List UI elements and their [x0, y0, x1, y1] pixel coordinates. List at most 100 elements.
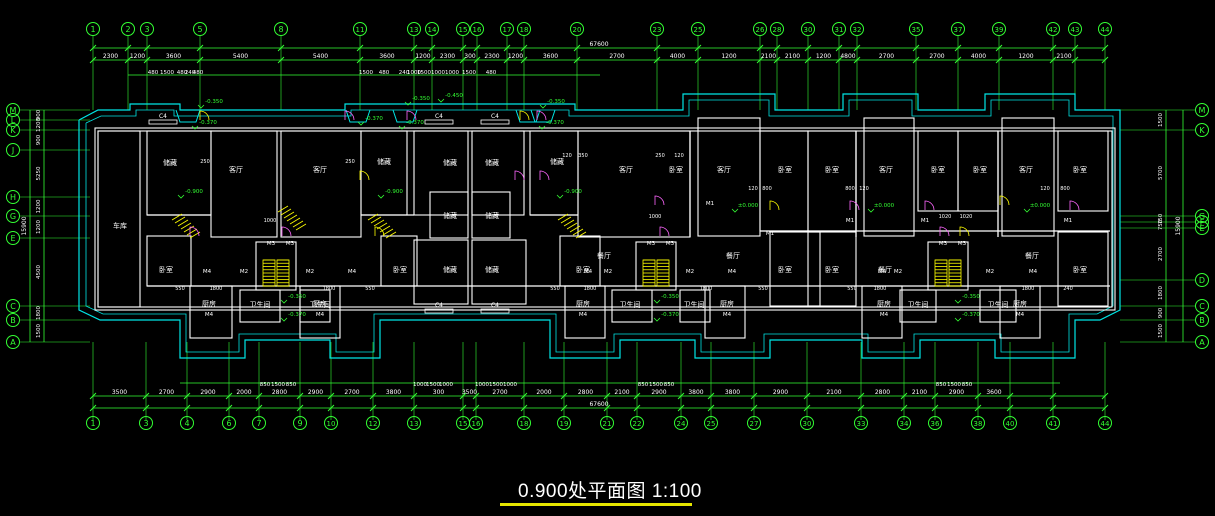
dim-tick	[804, 44, 812, 52]
stair-treads-diagonal	[183, 225, 195, 233]
grid-label: 24	[677, 420, 686, 428]
room-label: 客厅	[229, 165, 243, 174]
dim-tick	[1049, 392, 1057, 400]
room-label: 客厅	[717, 165, 731, 174]
grid-bubble	[222, 416, 236, 430]
stair-treads-diagonal	[186, 228, 198, 236]
grid-label: 41	[1049, 420, 1058, 428]
dim-tick	[459, 56, 467, 64]
dim-tick	[277, 44, 285, 52]
stair-treads-diagonal	[382, 228, 394, 236]
grid-bubble	[897, 416, 911, 430]
grid-bubble	[6, 103, 20, 117]
dim-tick	[428, 56, 436, 64]
grid-bubble	[139, 416, 153, 430]
door-swing	[939, 226, 950, 237]
stair-treads-diagonal	[563, 219, 575, 227]
dim-tick	[1049, 404, 1057, 412]
grid-label: 30	[804, 26, 813, 34]
window-mark	[480, 308, 510, 314]
dim-tick	[804, 56, 812, 64]
dim-tick	[1101, 56, 1109, 64]
dim-tick	[459, 404, 467, 412]
dim-text-top: 1200	[721, 53, 736, 60]
living-east-3	[1001, 117, 1055, 237]
dim-tick	[296, 392, 304, 400]
dim-tick	[560, 404, 568, 412]
dim-tick	[900, 404, 908, 412]
dim-text-right: 750	[1158, 213, 1164, 224]
dim-tick	[473, 56, 481, 64]
grid-label: 10	[327, 420, 336, 428]
dim-text-top: 2100	[761, 53, 776, 60]
dim-tick	[143, 44, 151, 52]
grid-label: C	[1199, 302, 1205, 311]
grid-label: 27	[750, 420, 759, 428]
dim-text-bottom-2: 850	[962, 382, 973, 388]
dim-tick	[183, 404, 191, 412]
door-label: M4	[584, 269, 593, 275]
grid-bubble	[1046, 416, 1060, 430]
dim-tick	[1101, 392, 1109, 400]
room-label: 储藏	[485, 211, 499, 220]
door-label: M1	[706, 201, 714, 207]
door-label: M2	[894, 269, 902, 275]
dim-text-top: 2100	[785, 53, 800, 60]
dim-text-top: 2100	[1056, 53, 1071, 60]
grid-bubble	[6, 123, 20, 137]
stair-treads-diagonal	[385, 231, 397, 239]
grid-bubble	[469, 416, 483, 430]
inner-dimension: 550	[175, 286, 185, 292]
storage-mid-5	[413, 239, 469, 305]
door-label: M1	[846, 218, 854, 224]
grid-bubble	[6, 299, 20, 313]
dim-text-top-2: 480	[486, 70, 497, 76]
bath-room	[611, 289, 653, 323]
dim-text-top: 2700	[929, 53, 944, 60]
dim-tick	[410, 56, 418, 64]
dim-tick	[707, 392, 715, 400]
dim-tick	[1006, 392, 1014, 400]
dim-tick	[560, 392, 568, 400]
dim-text-bottom-2: 850	[664, 382, 675, 388]
door-swing	[539, 170, 550, 181]
grid-label: 20	[573, 26, 582, 34]
grid-label: 13	[410, 420, 419, 428]
door-label: M2	[306, 269, 314, 275]
grid-label: 6	[226, 419, 231, 428]
dim-text-top-2: 240	[399, 70, 410, 76]
dim-text-bottom: 2700	[344, 389, 359, 396]
stair-treads-diagonal	[575, 231, 587, 239]
grid-label: 15	[459, 26, 468, 34]
door-label: M3	[286, 241, 295, 247]
door-label: M1	[921, 218, 929, 224]
dim-tick	[573, 56, 581, 64]
door-label: M2	[240, 269, 248, 275]
dim-text-left: 900	[36, 109, 42, 120]
inner-dimension: 1800	[874, 286, 887, 292]
inner-dimension: 1800	[584, 286, 597, 292]
dim-tick	[750, 404, 758, 412]
dim-tick	[912, 44, 920, 52]
elevation-marker	[538, 125, 546, 130]
dim-tick	[473, 44, 481, 52]
dim-text-right: 1500	[1158, 324, 1164, 338]
stair-treads-diagonal	[379, 225, 391, 233]
exterior-outline	[78, 93, 1121, 359]
elevation-marker	[653, 299, 661, 304]
dim-tick	[573, 44, 581, 52]
grid-label: M	[10, 106, 17, 115]
room-label: 餐厅	[878, 265, 892, 274]
door-label: M1	[766, 231, 774, 237]
dim-text-top: 4000	[670, 53, 685, 60]
grid-bubble	[770, 22, 784, 36]
storage-right-1	[529, 130, 579, 216]
inner-dimension: 550	[847, 286, 857, 292]
grid-label: E	[10, 234, 15, 243]
door-label: M4	[316, 312, 325, 318]
dim-text-bottom: 3500	[112, 389, 127, 396]
stair-treads-diagonal	[566, 222, 578, 230]
stair-core	[635, 241, 677, 291]
dim-tick	[633, 404, 641, 412]
